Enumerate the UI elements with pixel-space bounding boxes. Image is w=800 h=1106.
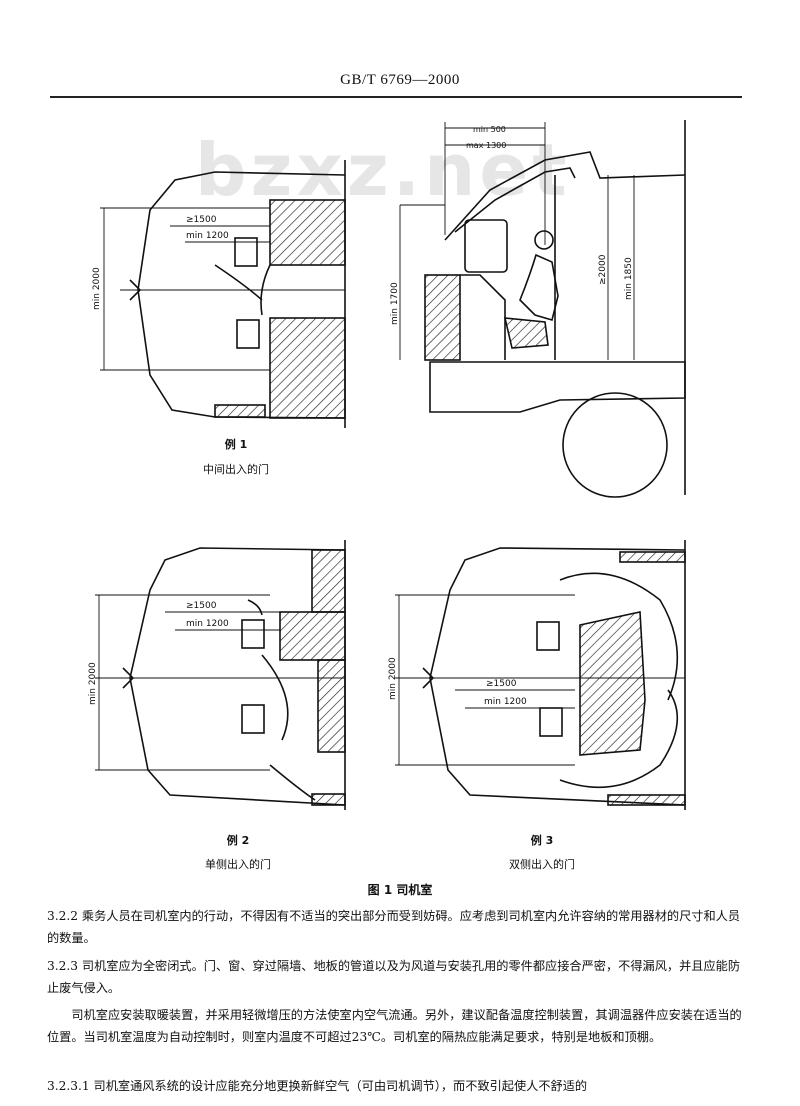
ex1-dim-width: ≥1500 <box>186 215 217 225</box>
figure-title: 图 1 司机室 <box>367 883 433 897</box>
figure-1-drawing: ≥1500 min 1200 min 2000 min 500 max 1300… <box>88 120 686 810</box>
ex2-dim-vertical: min 2000 <box>88 662 98 705</box>
ex3-dim-width: ≥1500 <box>486 679 517 689</box>
example-1-plan <box>100 160 346 428</box>
ex1-dim-min-width: min 1200 <box>186 231 229 241</box>
ex1-dim-vertical: min 2000 <box>92 267 102 310</box>
paragraph-heating: 司机室应安装取暖装置，并采用轻微增压的方法使室内空气流通。另外，建议配备温度控制… <box>47 1008 742 1044</box>
side-dim-height-left: min 1700 <box>390 282 400 325</box>
ex3-label: 例 3 <box>530 834 554 847</box>
paragraph-3-2-3: 3.2.3 司机室应为全密闭式。门、窗、穿过隔墙、地板的管道以及为风道与安装孔用… <box>47 959 741 995</box>
ex2-dim-width: ≥1500 <box>186 601 217 611</box>
ex2-dim-min-width: min 1200 <box>186 619 229 629</box>
watermark: bzxz.net <box>195 128 571 212</box>
side-dim-height-right: min 1850 <box>624 257 634 300</box>
ex2-caption: 单侧出入的门 <box>205 858 271 871</box>
ex3-dim-min-width: min 1200 <box>484 697 527 707</box>
ex1-label: 例 1 <box>224 438 248 451</box>
ex2-label: 例 2 <box>226 834 250 847</box>
side-elevation <box>399 120 686 498</box>
header-rule <box>50 96 742 98</box>
page-header: GB/T 6769—2000 <box>340 72 460 88</box>
side-dim-height-mid: ≥2000 <box>598 254 608 285</box>
example-3-plan <box>395 540 686 810</box>
side-dim-max-reach: max 1300 <box>466 141 506 150</box>
ex1-caption: 中间出入的门 <box>203 463 269 476</box>
ex3-dim-vertical: min 2000 <box>388 657 398 700</box>
side-dim-min-reach: min 500 <box>473 125 506 134</box>
paragraph-3-2-2: 3.2.2 乘务人员在司机室内的行动，不得因有不适当的突出部分而受到妨碍。应考虑… <box>47 909 741 945</box>
example-2-plan <box>95 540 346 810</box>
paragraph-3-2-3-1: 3.2.3.1 司机室通风系统的设计应能充分地更换新鲜空气（可由司机调节），而不… <box>47 1079 588 1093</box>
ex3-caption: 双侧出入的门 <box>509 858 575 871</box>
